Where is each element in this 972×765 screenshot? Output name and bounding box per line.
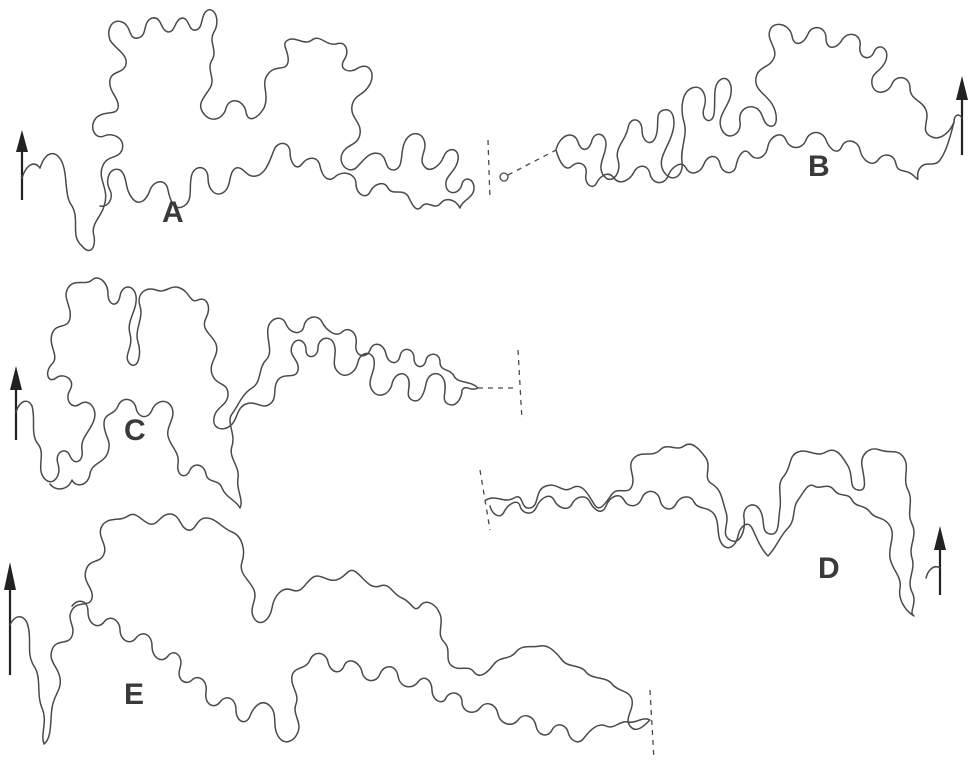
- origin-circle-b: [500, 173, 508, 181]
- panel-c: C: [10, 278, 522, 508]
- panel-b-arrow: [954, 76, 968, 155]
- panel-label-e: E: [124, 678, 144, 711]
- suture-line-d: [486, 444, 914, 616]
- panel-e: E: [4, 514, 654, 760]
- panel-d-arrow: [926, 526, 946, 595]
- panel-e-arrow: [4, 562, 28, 675]
- panel-label-d: D: [818, 552, 840, 585]
- dashed-line-e: [650, 690, 654, 760]
- dashed-line-c2: [518, 350, 522, 420]
- suture-line-e: [28, 514, 650, 744]
- dashed-line-a: [488, 140, 490, 200]
- suture-line-a: [40, 10, 474, 251]
- panel-label-c: C: [124, 414, 146, 447]
- panel-label-a: A: [162, 196, 184, 229]
- panel-b: B: [500, 24, 968, 186]
- panel-a: A: [16, 10, 490, 251]
- dashed-line-d: [480, 470, 490, 530]
- panel-label-b: B: [808, 150, 830, 183]
- dashed-line-b: [508, 150, 556, 175]
- panel-c-arrow: [10, 366, 32, 440]
- suture-line-c: [32, 278, 478, 508]
- panel-d: D: [480, 444, 946, 616]
- panel-a-arrow: [16, 130, 40, 200]
- suture-line-b: [556, 24, 954, 186]
